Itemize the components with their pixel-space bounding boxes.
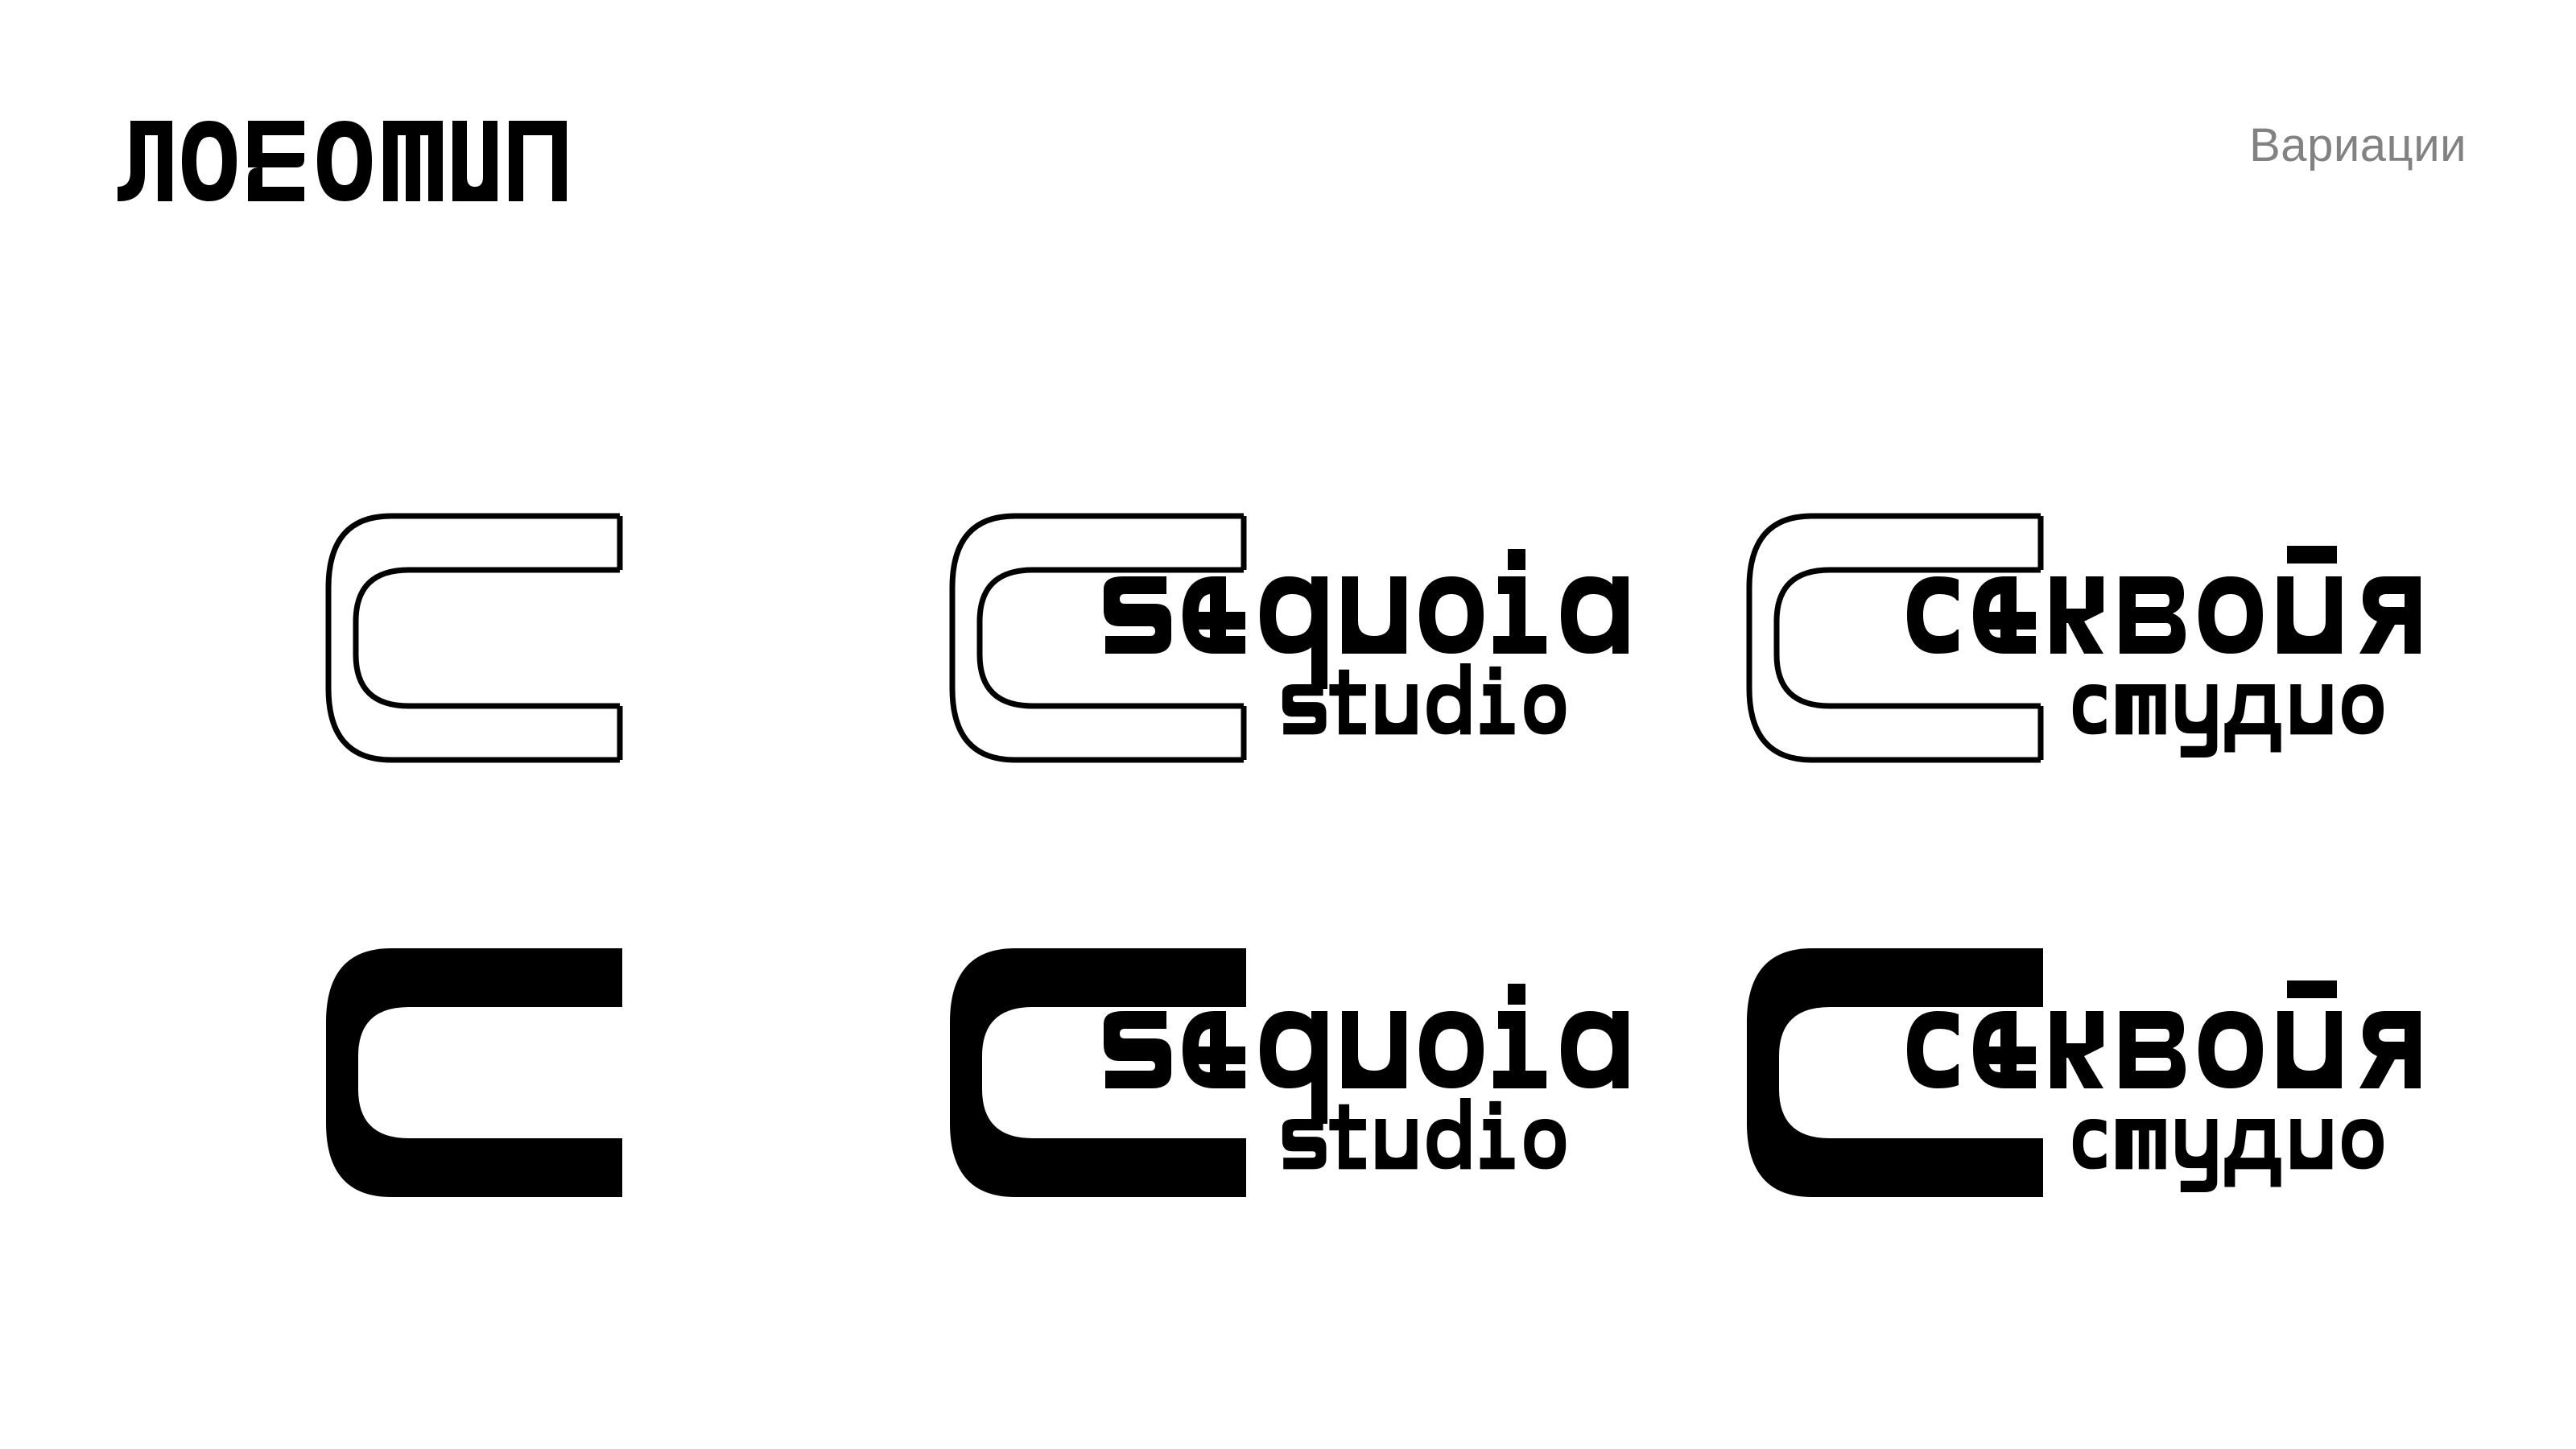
- page-header: Вариации: [0, 0, 2576, 242]
- logo-variant-mark-outline[interactable]: [314, 499, 636, 777]
- header-subtitle: Вариации: [2249, 119, 2467, 171]
- logo-variant-cyrillic-outline[interactable]: [1735, 499, 2421, 777]
- wordmark-secondary-cyrillic: [2072, 684, 2384, 758]
- wordmark-secondary-latin: [1282, 663, 1567, 735]
- wordmark-primary-latin: [1104, 984, 1629, 1124]
- logo-variant-mark-solid[interactable]: [314, 934, 636, 1212]
- wordmark-primary-cyrillic: [1907, 546, 2421, 654]
- wordmark-secondary-cyrillic: [2072, 1119, 2384, 1192]
- logo-variant-latin-solid[interactable]: [938, 934, 1629, 1212]
- wordmark-primary-cyrillic: [1907, 980, 2421, 1088]
- wordmark-secondary-latin: [1282, 1098, 1567, 1170]
- logo-variant-cyrillic-solid[interactable]: [1735, 934, 2421, 1212]
- logo-variant-latin-outline[interactable]: [938, 499, 1629, 777]
- wordmark-primary-latin: [1104, 549, 1629, 689]
- page-title: [111, 121, 626, 201]
